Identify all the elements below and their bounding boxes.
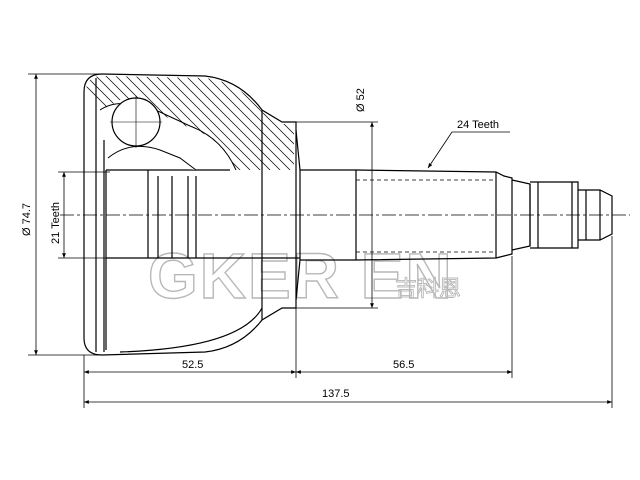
label-overall-length: 137.5 [322, 388, 350, 400]
dim-overall-length [84, 236, 613, 408]
label-body-length: 52.5 [182, 359, 203, 371]
dim-outer-diameter [28, 73, 100, 356]
dim-shaft-length [296, 256, 513, 378]
bell-housing [83, 73, 300, 356]
dim-shaft-diameter [296, 121, 378, 309]
label-shaft-length: 56.5 [393, 359, 414, 371]
stub-shaft [295, 129, 613, 301]
label-outer-diameter: Ø 74.7 [21, 203, 33, 236]
watermark-chinese: 吉科恩 [395, 277, 461, 302]
dim-outer-spline [427, 131, 510, 169]
dim-inner-spline [58, 171, 110, 259]
dim-body-length [83, 308, 297, 408]
label-outer-spline: 24 Teeth [457, 119, 499, 131]
label-inner-spline: 21 Teeth [50, 202, 62, 244]
label-shaft-diameter: Ø 52 [355, 88, 367, 112]
watermark: GKER EN 吉科恩 [147, 239, 461, 312]
